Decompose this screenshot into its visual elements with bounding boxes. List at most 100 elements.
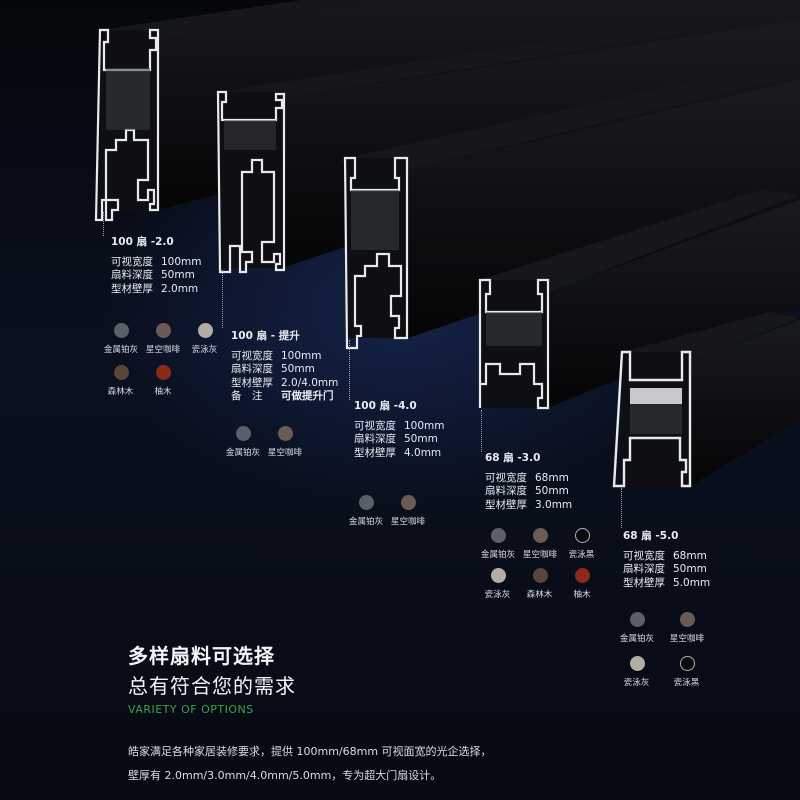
swatch-label: 森林木 — [527, 590, 553, 600]
swatch-group-100-4-0: 金属铂灰 星空咖啡 — [345, 495, 435, 527]
spec-title: 100 扇 -4.0 — [354, 400, 417, 412]
swatch-label: 柚木 — [573, 590, 591, 600]
color-swatch[interactable]: 星空咖啡 — [666, 612, 708, 644]
swatch-dot — [532, 528, 548, 543]
spec-title: 68 扇 -3.0 — [485, 452, 541, 464]
swatch-dot — [197, 323, 213, 338]
swatch-label: 金属铂灰 — [348, 517, 384, 527]
swatch-label: 星空咖啡 — [390, 517, 426, 527]
swatch-group-100-lift: 金属铂灰 星空咖啡 — [222, 426, 312, 458]
spec-key: 型材壁厚 — [623, 576, 665, 589]
headline-english: VARIETY OF OPTIONS — [128, 703, 254, 716]
swatch-dot — [400, 495, 416, 510]
color-swatch[interactable]: 瓷泳灰 — [184, 323, 226, 355]
swatch-dot — [532, 568, 548, 583]
spec-value: 68mm — [535, 471, 569, 484]
spec-value: 可做提升门 — [281, 390, 334, 402]
swatch-dot — [113, 365, 129, 380]
spec-value: 100mm — [161, 255, 202, 268]
swatch-dot — [490, 528, 506, 543]
color-swatch[interactable]: 森林木 — [519, 568, 561, 600]
swatch-dot — [574, 528, 590, 543]
swatch-label: 瓷泳黑 — [674, 678, 700, 688]
color-swatch[interactable]: 瓷泳黑 — [666, 656, 708, 688]
swatch-label: 星空咖啡 — [145, 345, 181, 355]
swatch-dot — [490, 568, 506, 583]
description-line: 皓家满足各种家居装修要求，提供 100mm/68mm 可视面宽的光企选择， — [128, 745, 492, 758]
profile-68-3-0 — [478, 190, 800, 410]
color-swatch[interactable]: 星空咖啡 — [264, 426, 306, 458]
swatch-group-68-3-0: 金属铂灰 星空咖啡 瓷泳黑 瓷泳灰 森林木 柚木 — [477, 528, 612, 600]
color-swatch[interactable]: 瓷泳灰 — [477, 568, 519, 600]
color-swatch[interactable]: 金属铂灰 — [100, 323, 142, 355]
spec-value: 3.0mm — [535, 498, 573, 511]
spec-key: 型材壁厚 — [485, 498, 527, 511]
swatch-label: 瓷泳灰 — [485, 590, 511, 600]
swatch-dot — [113, 323, 129, 338]
swatch-group-100-2-0: 金属铂灰 星空咖啡 瓷泳灰 森林木 柚木 — [100, 323, 230, 397]
spec-key: 扇料深度 — [111, 269, 153, 281]
color-swatch[interactable]: 星空咖啡 — [519, 528, 561, 560]
color-swatch[interactable]: 星空咖啡 — [387, 495, 429, 527]
color-swatch[interactable]: 金属铂灰 — [616, 612, 658, 644]
swatch-label: 星空咖啡 — [522, 550, 558, 560]
color-swatch[interactable]: 金属铂灰 — [477, 528, 519, 560]
spec-value: 50mm — [673, 563, 707, 575]
color-swatch[interactable]: 柚木 — [561, 568, 603, 600]
spec-key: 型材壁厚 — [111, 282, 153, 295]
swatch-dot — [679, 656, 695, 671]
spec-value: 50mm — [404, 433, 438, 445]
spec-value: 100mm — [404, 419, 445, 432]
color-swatch[interactable]: 森林木 — [100, 365, 142, 397]
swatch-label: 星空咖啡 — [669, 634, 705, 644]
spec-value: 50mm — [281, 363, 315, 375]
swatch-label: 星空咖啡 — [267, 448, 303, 458]
description-text: 皓家满足各种家居装修要求，提供 100mm/68mm 可视面宽的光企选择， 壁厚… — [128, 740, 688, 788]
swatch-dot — [155, 323, 171, 338]
color-swatch[interactable]: 瓷泳黑 — [561, 528, 603, 560]
swatch-label: 金属铂灰 — [225, 448, 261, 458]
spec-key: 备 注 — [231, 390, 263, 402]
spec-key: 型材壁厚 — [354, 446, 396, 459]
swatch-label: 瓷泳黑 — [569, 550, 595, 560]
swatch-dot — [629, 612, 645, 627]
swatch-label: 瓷泳灰 — [192, 345, 218, 355]
color-swatch[interactable]: 星空咖啡 — [142, 323, 184, 355]
headline-secondary: 总有符合您的需求 — [128, 674, 296, 698]
spec-key: 可视宽度 — [623, 549, 665, 562]
spec-key: 可视宽度 — [231, 349, 273, 362]
color-swatch[interactable]: 瓷泳灰 — [616, 656, 658, 688]
swatch-dot — [679, 612, 695, 627]
swatch-dot — [574, 568, 590, 583]
swatch-label: 金属铂灰 — [619, 634, 655, 644]
spec-value: 2.0/4.0mm — [281, 376, 339, 389]
swatch-label: 瓷泳灰 — [624, 678, 650, 688]
swatch-dot — [155, 365, 171, 380]
spec-value: 50mm — [535, 485, 569, 497]
spec-value: 50mm — [161, 269, 195, 281]
leader-line — [349, 340, 350, 400]
color-swatch[interactable]: 金属铂灰 — [345, 495, 387, 527]
spec-key: 扇料深度 — [354, 433, 396, 445]
spec-key: 型材壁厚 — [231, 376, 273, 389]
swatch-label: 柚木 — [154, 387, 172, 397]
spec-value: 5.0mm — [673, 576, 711, 589]
spec-title: 100 扇 - 提升 — [231, 330, 300, 342]
leader-line — [103, 212, 104, 236]
swatch-label: 森林木 — [108, 387, 134, 397]
spec-value: 100mm — [281, 349, 322, 362]
color-swatch[interactable]: 柚木 — [142, 365, 184, 397]
swatch-dot — [277, 426, 293, 441]
swatch-dot — [235, 426, 251, 441]
leader-line — [621, 488, 622, 528]
spec-title: 100 扇 -2.0 — [111, 236, 174, 248]
color-swatch[interactable]: 金属铂灰 — [222, 426, 264, 458]
swatch-dot — [358, 495, 374, 510]
